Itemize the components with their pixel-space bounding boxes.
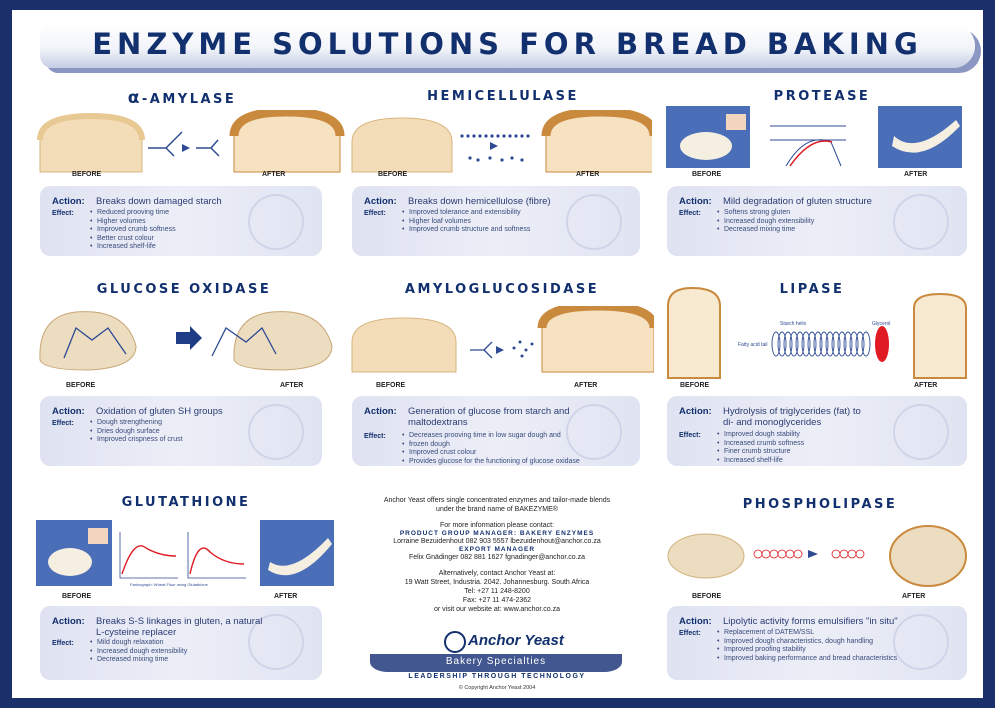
arrow-icon bbox=[808, 550, 818, 558]
before-label: BEFORE bbox=[62, 593, 92, 600]
hemicellulase-effects: Improved tolerance and extensibility Hig… bbox=[402, 209, 530, 235]
anchor-watermark-icon bbox=[893, 194, 949, 250]
phone: Tel: +27 11 248-8200 bbox=[464, 588, 530, 595]
phospholipase-title: PHOSPHOLIPASE bbox=[742, 497, 898, 512]
glucose-oxidase-illustration bbox=[39, 311, 333, 371]
before-label: BEFORE bbox=[680, 382, 710, 389]
amylase-title: α-AMYLASE bbox=[127, 88, 237, 108]
after-label: AFTER bbox=[574, 382, 598, 389]
before-label: BEFORE bbox=[378, 171, 408, 178]
anchor-watermark-icon bbox=[893, 404, 949, 460]
amylase-effects: Reduced prooving time Higher volumes Imp… bbox=[90, 209, 176, 252]
arrow-icon bbox=[182, 144, 190, 152]
copyright: © Copyright Anchor Yeast 2004 bbox=[458, 685, 536, 691]
lipase-illustration: Starch helix Glycerol Fatty acid tail bbox=[667, 286, 967, 379]
bakery-specialties-bar: Bakery Specialties bbox=[370, 654, 622, 672]
phospholipase-effects: Replacement of DATEM/SSL Improved dough … bbox=[717, 629, 897, 663]
glucose-oxidase-effects: Dough strengthening Dries dough surface … bbox=[90, 419, 183, 445]
after-label: AFTER bbox=[576, 171, 600, 178]
fatty-acid-label: Fatty acid tail bbox=[738, 342, 767, 348]
amyloglucosidase-action: Generation of glucose from starch and ma… bbox=[408, 406, 570, 428]
glucose-oxidase-title: GLUCOSE OXIDASE bbox=[96, 282, 272, 297]
anchor-watermark-icon bbox=[248, 194, 304, 250]
tagline: LEADERSHIP THROUGH TECHNOLOGY bbox=[408, 673, 586, 680]
arrow-icon bbox=[496, 346, 504, 354]
protease-action: Mild degradation of gluten structure bbox=[723, 196, 872, 207]
amyloglucosidase-effects: Decreases prooving time in low sugar dou… bbox=[402, 432, 580, 466]
address: 19 Watt Street, Industria. 2042. Johanne… bbox=[404, 579, 590, 586]
arrow-icon bbox=[490, 142, 498, 150]
anchor-watermark-icon bbox=[566, 194, 622, 250]
glycerol-label: Glycerol bbox=[872, 321, 890, 327]
amyloglucosidase-illustration bbox=[351, 306, 654, 373]
lipase-effects: Improved dough stability Increased crumb… bbox=[717, 431, 804, 465]
phospholipase-action-box: Action: Lipolytic activity forms emulsif… bbox=[667, 606, 967, 680]
phospholipase-action: Lipolytic activity forms emulsifiers "in… bbox=[723, 616, 898, 627]
hemicellulase-illustration bbox=[351, 110, 652, 173]
lipase-action: Hydrolysis of triglycerides (fat) to di-… bbox=[723, 406, 861, 428]
export-heading: EXPORT MANAGER bbox=[458, 546, 536, 553]
anchor-watermark-icon bbox=[893, 614, 949, 670]
glutathione-effects: Mild dough relaxation Increased dough ex… bbox=[90, 639, 187, 665]
protease-title: PROTEASE bbox=[773, 89, 871, 104]
before-label: BEFORE bbox=[376, 382, 406, 389]
protease-illustration bbox=[666, 106, 962, 168]
amylase-action: Breaks down damaged starch bbox=[96, 196, 222, 207]
contact-block: Anchor Yeast offers single concentrated … bbox=[352, 496, 642, 614]
anchor-watermark-icon bbox=[248, 404, 304, 460]
protease-effects: Softens strong gluten Increased dough ex… bbox=[717, 209, 814, 235]
lipase-action-box: Action: Hydrolysis of triglycerides (fat… bbox=[667, 396, 967, 466]
anchor-logo-icon bbox=[444, 631, 466, 653]
anchor-yeast-logo: Anchor Yeast bbox=[438, 630, 578, 653]
glucose-oxidase-action-box: Action: Oxidation of gluten SH groups Ef… bbox=[40, 396, 322, 466]
page-title: ENZYME SOLUTIONS FOR BREAD BAKING bbox=[92, 27, 923, 61]
before-label: BEFORE bbox=[66, 382, 96, 389]
before-label: BEFORE bbox=[72, 171, 102, 178]
amylase-illustration bbox=[37, 110, 345, 173]
before-label: BEFORE bbox=[692, 593, 722, 600]
after-label: AFTER bbox=[280, 382, 304, 389]
website-link[interactable]: or visit our website at: www.anchor.co.z… bbox=[433, 606, 561, 613]
after-label: AFTER bbox=[262, 171, 286, 178]
glutathione-action: Breaks S-S linkages in gluten, a natural… bbox=[96, 616, 263, 638]
amyloglucosidase-action-box: Action: Generation of glucose from starc… bbox=[352, 396, 640, 466]
glutathione-illustration: Farinograph: Wheat Flour using Glutathio… bbox=[36, 520, 334, 587]
amylase-action-box: Action: Breaks down damaged starch Effec… bbox=[40, 186, 322, 256]
pgm-contact: Lorraine Bezuidenhout 082 903 5557 lbezu… bbox=[393, 538, 601, 545]
export-contact: Felix Gnädinger 082 881 1627 fgnadinger@… bbox=[408, 554, 585, 561]
glutathione-title: GLUTATHIONE bbox=[121, 495, 251, 510]
anchor-watermark-icon bbox=[248, 614, 304, 670]
after-label: AFTER bbox=[902, 593, 926, 600]
before-label: BEFORE bbox=[692, 171, 722, 178]
glutathione-action-box: Action: Breaks S-S linkages in gluten, a… bbox=[40, 606, 322, 680]
hemicellulase-action-box: Action: Breaks down hemicellulose (fibre… bbox=[352, 186, 640, 256]
hemicellulase-action: Breaks down hemicellulose (fibre) bbox=[408, 196, 551, 207]
starch-helix-label: Starch helix bbox=[780, 321, 807, 327]
after-label: AFTER bbox=[904, 171, 928, 178]
protease-action-box: Action: Mild degradation of gluten struc… bbox=[667, 186, 967, 256]
alpha-symbol: α bbox=[127, 88, 142, 108]
farinograph-caption: Farinograph: Wheat Flour using Glutathio… bbox=[130, 582, 209, 587]
fax: Fax: +27 11 474-2362 bbox=[462, 597, 532, 604]
amyloglucosidase-title: AMYLOGLUCOSIDASE bbox=[404, 282, 600, 297]
lipase-title: LIPASE bbox=[779, 282, 845, 297]
title-banner: ENZYME SOLUTIONS FOR BREAD BAKING bbox=[40, 24, 975, 68]
arrow-icon bbox=[176, 326, 202, 350]
phospholipase-illustration bbox=[667, 525, 967, 587]
hemicellulase-title: HEMICELLULASE bbox=[427, 89, 579, 104]
after-label: AFTER bbox=[274, 593, 298, 600]
after-label: AFTER bbox=[914, 382, 938, 389]
pgm-heading: PRODUCT GROUP MANAGER: BAKERY ENZYMES bbox=[399, 530, 595, 537]
poster: ENZYME SOLUTIONS FOR BREAD BAKING α-AMYL… bbox=[12, 10, 983, 698]
glycerol-marker bbox=[875, 326, 889, 362]
glucose-oxidase-action: Oxidation of gluten SH groups bbox=[96, 406, 223, 417]
